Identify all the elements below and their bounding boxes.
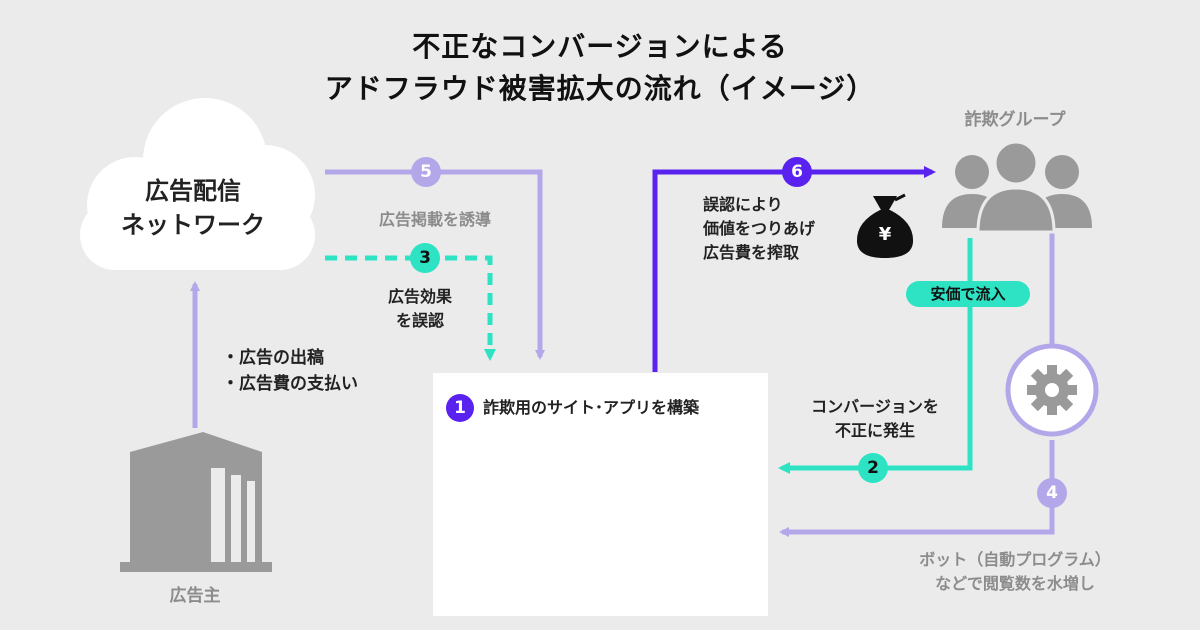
- cloud-shape: [80, 98, 315, 270]
- site-app-label: 詐欺用のサイト･アプリを構築: [483, 398, 700, 417]
- advertiser-action-item: 広告の出稿: [222, 345, 358, 371]
- bot-label-line-1: ボット（自動プログラム）: [919, 550, 1111, 569]
- step3-badge: 3: [410, 243, 440, 273]
- title-line-1: 不正なコンバージョンによる: [412, 30, 788, 63]
- yen-symbol: ¥: [878, 224, 892, 245]
- network-label-line-2: ネットワーク: [121, 211, 265, 239]
- site-app-panel: [433, 373, 768, 616]
- step3-line: [325, 255, 496, 361]
- step6-label: 誤認により 価値をつりあげ 広告費を搾取: [703, 193, 853, 265]
- step6-line: [652, 166, 936, 372]
- step3-label-line-1: 広告効果: [387, 287, 452, 306]
- step2-line: [778, 238, 973, 474]
- money-bag-icon: [856, 193, 914, 258]
- step5-line: [325, 169, 545, 360]
- title-line-2: アドフラウド被害拡大の流れ（イメージ）: [324, 72, 876, 105]
- network-label-line-1: 広告配信: [145, 177, 241, 205]
- fraud-group-label: 詐欺グループ: [964, 110, 1066, 130]
- step3-label-line-2: を誤認: [395, 311, 444, 330]
- people-group-icon: [942, 140, 1092, 234]
- step2-label-line-1: コンバージョンを: [811, 397, 939, 416]
- step6-label-line-3: 広告費を搾取: [703, 243, 800, 262]
- bot-label-line-2: などで閲覧数を水増し: [935, 574, 1095, 593]
- step4-badge: 4: [1037, 478, 1067, 508]
- step2-badge: 2: [858, 453, 888, 483]
- network-label: 広告配信 ネットワーク: [100, 174, 286, 242]
- advertiser-label: 広告主: [169, 586, 221, 606]
- bot-label: ボット（自動プログラム） などで閲覧数を水増し: [880, 548, 1150, 596]
- step6-badge: 6: [782, 157, 812, 187]
- step2-label: コンバージョンを 不正に発生: [790, 395, 960, 443]
- step5-label: 広告掲載を誘導: [378, 210, 491, 229]
- step3-label: 広告効果 を誤認: [360, 285, 480, 333]
- step4-line: [779, 440, 1055, 537]
- step5-badge: 5: [411, 157, 441, 187]
- advertiser-action-item: 広告費の支払い: [222, 371, 358, 397]
- step6-label-line-1: 誤認により: [703, 195, 783, 214]
- cheap-inflow-pill: 安価で流入: [906, 281, 1030, 307]
- step1-badge: 1: [446, 394, 474, 422]
- gear-icon: [1027, 365, 1077, 415]
- step2-label-line-2: 不正に発生: [834, 421, 915, 440]
- building-icon: [120, 432, 272, 572]
- advertiser-actions: 広告の出稿 広告費の支払い: [222, 345, 358, 397]
- step6-label-line-2: 価値をつりあげ: [703, 219, 816, 238]
